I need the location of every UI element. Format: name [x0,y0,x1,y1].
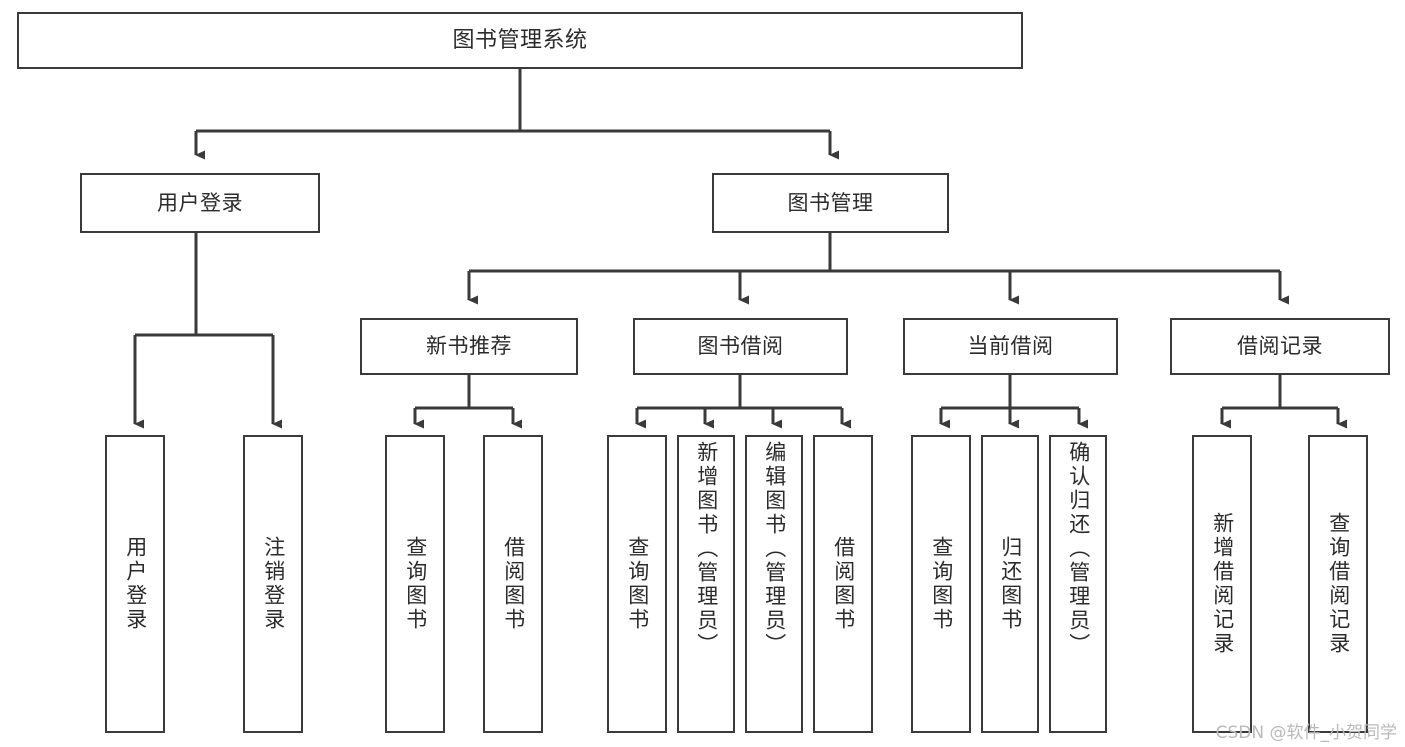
leaf-query-book-recommend[interactable]: 查询图书 [385,435,445,733]
leaf-confirm-return-admin[interactable]: 确认归还（管理员） [1049,435,1107,733]
leaf-logout[interactable]: 注销登录 [243,435,303,733]
leaf-borrow-book-recommend[interactable]: 借阅图书 [483,435,543,733]
node-label: 查询图书 [625,536,650,632]
node-user-login[interactable]: 用户登录 [80,173,320,233]
node-label: 新书推荐 [426,334,512,359]
leaf-query-borrow-record[interactable]: 查询借阅记录 [1308,435,1368,733]
leaf-query-book-current[interactable]: 查询图书 [911,435,971,733]
node-label: 图书管理系统 [452,27,588,53]
node-label: 图书管理 [787,190,874,215]
node-label: 当前借阅 [967,334,1054,359]
leaf-add-borrow-record[interactable]: 新增借阅记录 [1192,435,1252,733]
node-label: 查询借阅记录 [1326,512,1351,656]
leaf-add-book-admin[interactable]: 新增图书（管理员） [677,435,735,733]
node-label: 确认归还（管理员） [1066,441,1091,657]
node-label: 用户登录 [123,536,148,632]
node-book-borrow[interactable]: 图书借阅 [633,318,848,375]
node-label: 借阅图书 [831,536,856,632]
leaf-edit-book-admin[interactable]: 编辑图书（管理员） [745,435,803,733]
node-label: 编辑图书（管理员） [762,441,787,657]
leaf-query-book-borrow[interactable]: 查询图书 [607,435,667,733]
node-label: 查询图书 [929,536,954,632]
leaf-borrow-book[interactable]: 借阅图书 [813,435,873,733]
node-label: 借阅图书 [501,536,526,632]
node-label: 归还图书 [998,536,1023,632]
node-label: 查询图书 [403,536,428,632]
node-borrow-record[interactable]: 借阅记录 [1170,318,1390,375]
node-current-borrow[interactable]: 当前借阅 [903,318,1118,375]
node-book-management[interactable]: 图书管理 [712,173,949,233]
node-label: 用户登录 [157,190,243,215]
node-label: 借阅记录 [1237,334,1323,359]
node-root-book-management-system[interactable]: 图书管理系统 [17,12,1023,69]
leaf-return-book[interactable]: 归还图书 [981,435,1039,733]
leaf-user-login[interactable]: 用户登录 [105,435,165,733]
node-label: 注销登录 [261,536,286,632]
node-label: 新增图书（管理员） [694,441,719,657]
node-label: 图书借阅 [697,334,784,359]
csdn-watermark: CSDN @软件_小贺同学 [1215,723,1397,743]
node-new-book-recommend[interactable]: 新书推荐 [360,318,578,375]
node-label: 新增借阅记录 [1210,512,1235,656]
